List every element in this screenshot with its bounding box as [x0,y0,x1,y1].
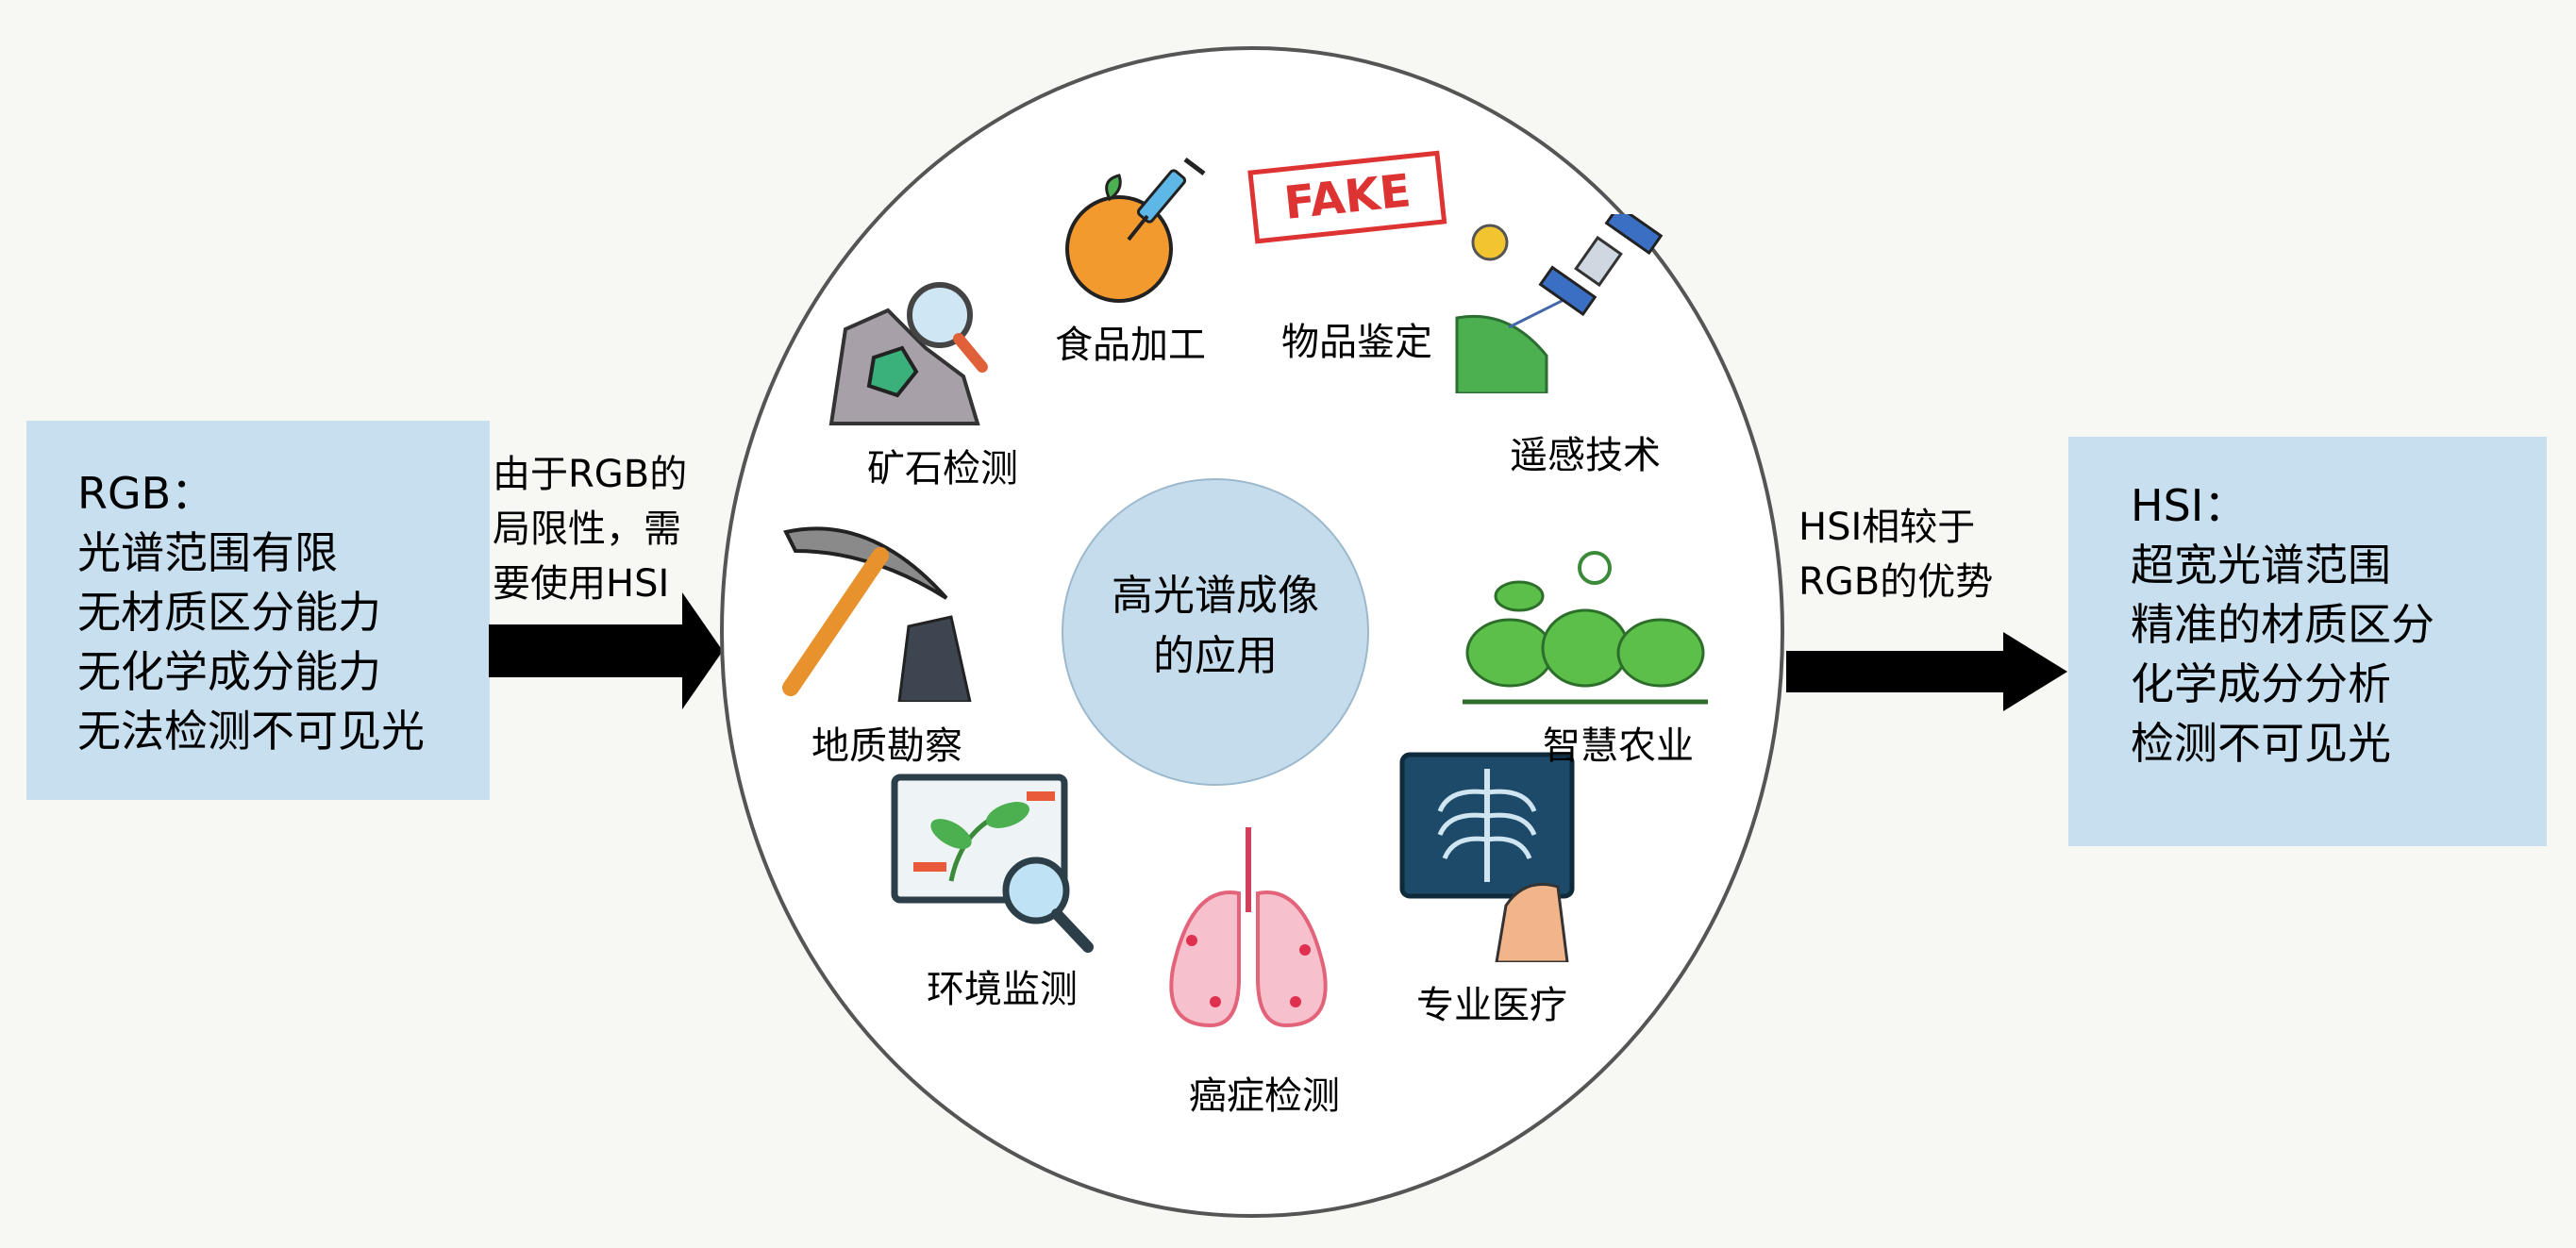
left-arrow-label: 由于RGB的 局限性，需 要使用HSI [493,447,687,611]
left-arrow [489,592,723,709]
pickaxe-icon [782,526,972,702]
rgb-title: RGB： [77,468,215,519]
fake-stamp-text: FAKE [1281,164,1413,230]
rgb-box-text: RGB： 光谱范围有限 无材质区分能力 无化学成分能力 无法检测不可见光 [77,464,425,761]
right-arrow-label-line: RGB的优势 [1798,560,1994,604]
left-arrow-label-line: 局限性，需 [493,508,681,551]
hsi-box-text: HSI： 超宽光谱范围 精准的材质区分 化学成分分析 检测不可见光 [2131,476,2434,774]
app-label-geological-survey: 地质勘察 [811,724,962,768]
app-label-item-authentication: 物品鉴定 [1281,321,1432,364]
right-arrow-label-line: HSI相较于 [1798,506,1976,549]
mineral-magnifier-icon [828,282,988,425]
hsi-line: 化学成分分析 [2131,658,2391,709]
app-label-remote-sensing: 遥感技术 [1510,434,1661,477]
hsi-title: HSI： [2131,480,2248,531]
satellite-icon [1455,214,1664,393]
rgb-line: 无材质区分能力 [77,587,381,638]
monitor-leaf-icon [891,774,1094,953]
rgb-line: 光谱范围有限 [77,527,338,578]
app-label-mineral-detection: 矿石检测 [867,447,1018,491]
hsi-box [2068,437,2547,846]
hsi-line: 超宽光谱范围 [2131,540,2391,591]
right-arrow-label: HSI相较于 RGB的优势 [1798,500,1993,609]
app-label-food-processing: 食品加工 [1055,324,1206,367]
center-title: 高光谱成像 的应用 [1064,566,1366,687]
right-arrow [1786,632,2067,711]
hsi-line: 精准的材质区分 [2131,599,2434,650]
plants-icon [1463,551,1708,705]
hsi-line: 检测不可见光 [2131,718,2391,769]
app-label-cancer-detection: 癌症检测 [1189,1074,1340,1118]
xray-icon [1399,752,1575,962]
left-arrow-label-line: 由于RGB的 [493,453,688,496]
left-arrow-label-line: 要使用HSI [493,562,670,606]
app-label-environment-monitoring: 环境监测 [927,968,1078,1011]
rgb-box [26,421,490,800]
center-title-line: 的应用 [1153,632,1278,680]
lungs-icon [1169,827,1328,1028]
app-label-smart-agriculture: 智慧农业 [1543,724,1694,768]
rgb-line: 无化学成分能力 [77,646,381,697]
orange-syringe-icon [1065,158,1206,303]
app-label-medical: 专业医疗 [1416,984,1567,1027]
rgb-line: 无法检测不可见光 [77,706,425,757]
center-title-line: 高光谱成像 [1112,572,1319,620]
